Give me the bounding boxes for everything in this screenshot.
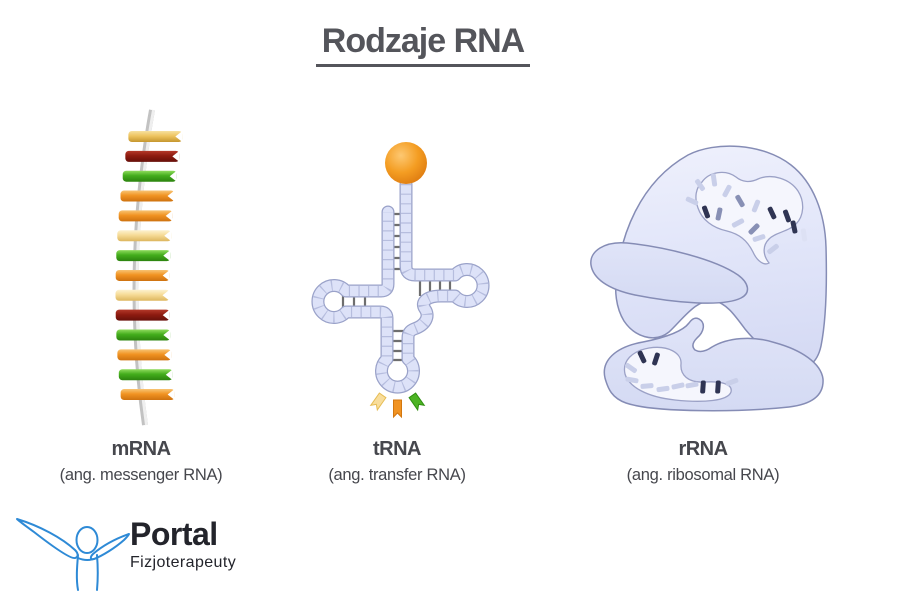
anticodon-tab-cream [369,392,387,412]
anticodon-tab-orange [393,399,402,419]
mrna-bar-notch [169,170,177,182]
mrna-label-block: mRNA (ang. messenger RNA) [21,438,261,485]
mrna-sublabel: (ang. messenger RNA) [59,466,223,484]
trna-anticodon-tabs [369,392,426,419]
rrna-large-inner-bars [685,173,808,255]
rrna-small-inner-bars [625,350,739,394]
mrna-bar-green [122,170,177,182]
mrna-bar-orange [118,210,173,222]
rrna-large-subunit-arm [590,242,749,304]
mrna-bar-notch [163,250,171,262]
mrna-bar-cream [115,289,170,301]
mrna-bar-notch [167,190,175,202]
mrna-bar-amber [128,131,183,142]
trna-label: tRNA [373,438,422,460]
mrna-bar-cream [117,230,172,242]
title-row: Rodzaje RNA [0,22,846,67]
mrna-bar-green [116,329,171,341]
mrna-bar-notch [164,349,172,361]
mrna-bar-green [118,369,173,381]
mrna-label: mRNA [111,438,171,460]
logo-subtitle: Fizjoterapeuty [130,553,237,571]
mrna-bar-notch [165,369,173,381]
mrna-illustration [115,109,183,426]
logo-text-block: Portal Fizjoterapeuty [130,516,237,572]
mrna-bar-orange [117,349,172,361]
mrna-bar-notch [162,269,170,281]
mrna-bar-darkred [125,150,180,162]
mrna-nucleotide-bars [115,131,183,401]
mrna-bar-orange [115,269,170,281]
trna-sublabel: (ang. transfer RNA) [328,466,466,484]
mrna-bar-notch [164,230,172,242]
page-title: Rodzaje RNA [315,22,531,67]
mrna-bar-notch [172,150,180,162]
logo-person-icon [16,518,130,591]
mrna-bar-green [116,250,171,262]
trna-illustration [290,142,510,419]
mrna-bar-notch [162,289,170,301]
anticodon-tab-green [408,392,426,412]
mrna-bar-notch [165,210,173,222]
mrna-bar-darkred [115,309,170,321]
mrna-bar-notch [162,309,170,321]
trna-strand [318,184,483,387]
trna-label-block: tRNA (ang. transfer RNA) [277,438,517,485]
logo-title: Portal [130,516,218,552]
amino-acid-ball [385,142,427,184]
rrna-sublabel: (ang. ribosomal RNA) [626,466,780,484]
mrna-bar-notch [167,389,175,401]
mrna-bar-notch [163,329,171,341]
mrna-bar-notch [175,131,183,142]
mrna-bar-orange [120,190,175,202]
rrna-label: rRNA [678,438,728,460]
rrna-illustration [590,145,828,412]
mrna-bar-orange [120,389,175,401]
rrna-label-block: rRNA (ang. ribosomal RNA) [583,438,823,485]
